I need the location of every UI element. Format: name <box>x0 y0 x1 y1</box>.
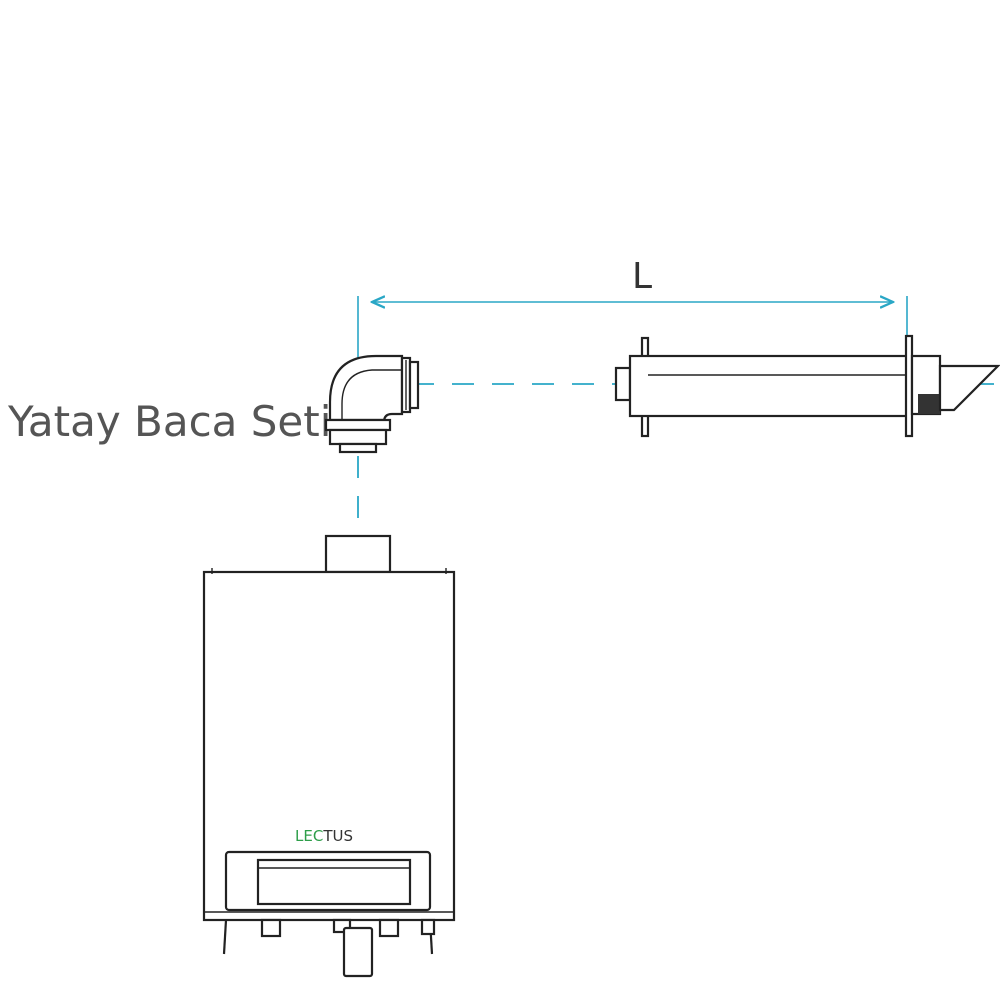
brand-logo: LECTUS <box>295 827 353 845</box>
pipe-connection-3 <box>378 918 400 938</box>
drain-pipe <box>342 926 374 978</box>
dimension-label: L <box>632 256 652 297</box>
grille-icon <box>918 394 940 414</box>
bracket-left <box>222 919 228 955</box>
pipe-connection-1 <box>260 918 282 938</box>
elbow-fitting <box>324 354 420 454</box>
pipe-connection-4 <box>420 918 436 936</box>
boiler-unit: LECTUS <box>202 534 456 978</box>
horizontal-flue-pipe <box>614 334 1000 438</box>
kit-title: Yatay Baca Seti <box>7 397 331 446</box>
